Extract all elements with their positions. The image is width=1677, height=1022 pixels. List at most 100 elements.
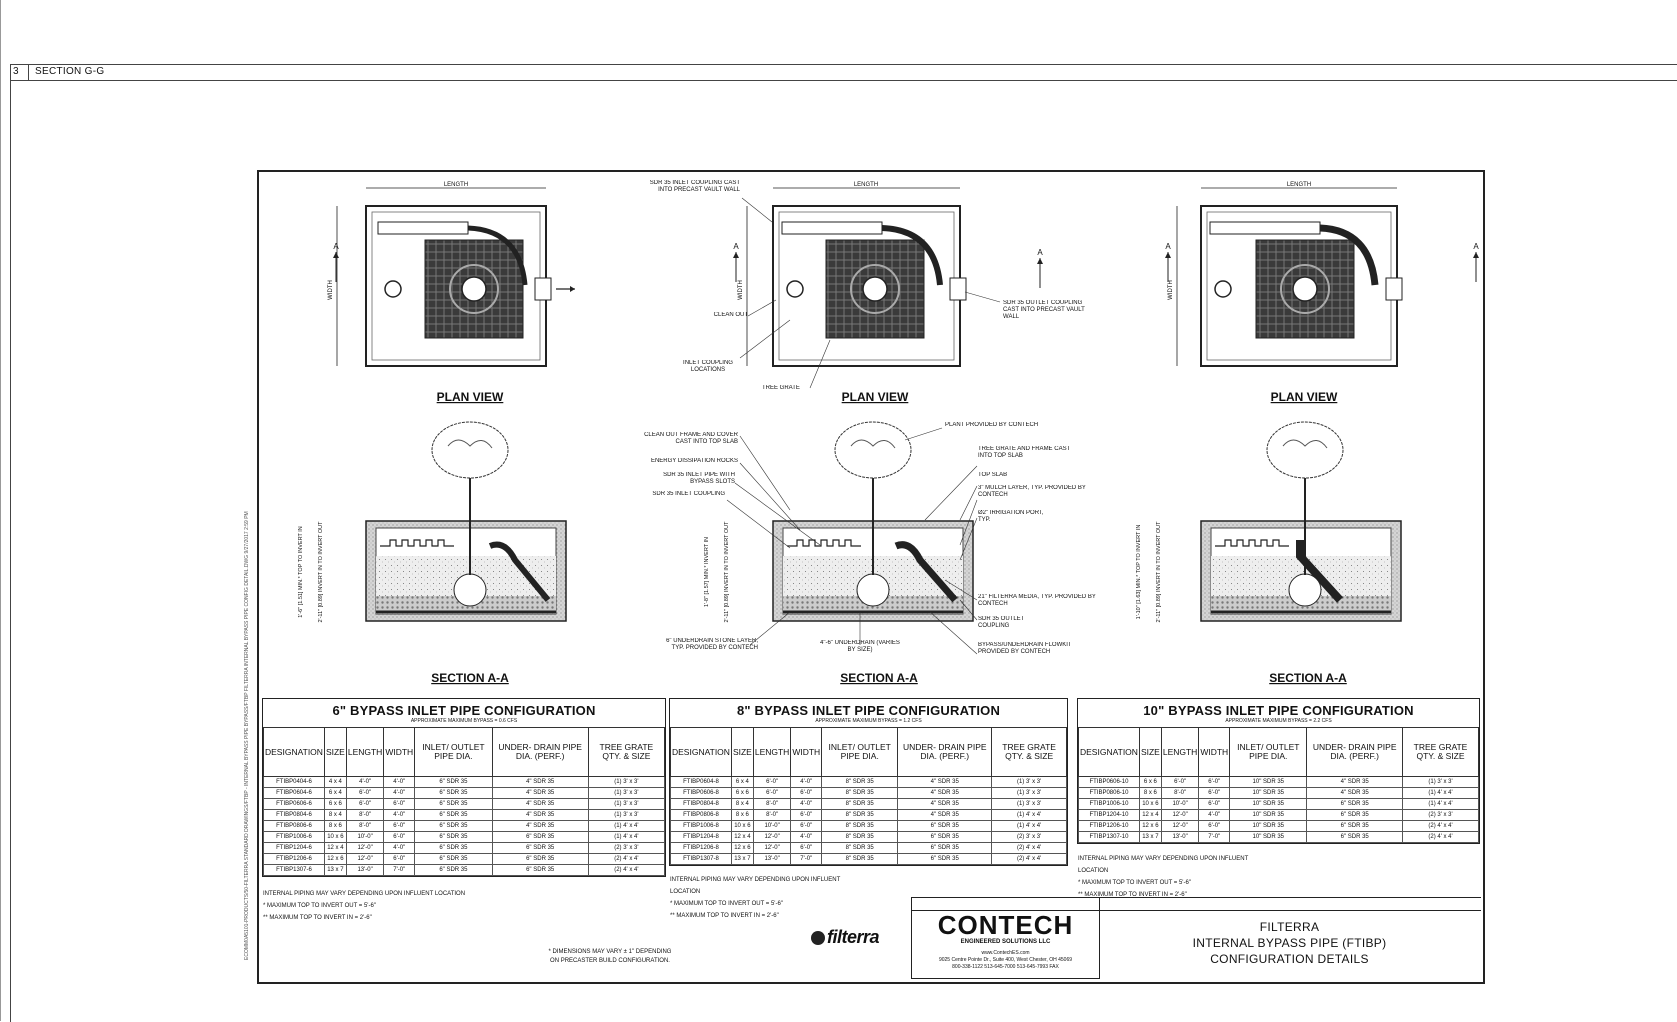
callout-stone-layer: 6" UNDERDRAIN STONE LAYER, TYP. PROVIDED…	[666, 638, 758, 651]
table-cell: 6" SDR 35	[1306, 809, 1404, 821]
table-cell: 4" SDR 35	[491, 798, 589, 810]
table-cell: 10" SDR 35	[1229, 809, 1308, 821]
plan-view-10	[1165, 187, 1479, 367]
table-cell: 4" SDR 35	[491, 820, 589, 832]
table-cell: 4 x 4	[323, 776, 347, 788]
filterra-logo-icon	[811, 931, 825, 946]
table-subtitle: APPROXIMATE MAXIMUM BYPASS = 2.2 CFS	[1225, 718, 1332, 724]
table-subtitle: APPROXIMATE MAXIMUM BYPASS = 1.2 CFS	[815, 718, 922, 724]
table-cell: 7'-0"	[383, 864, 416, 876]
table-cell: 8'-0"	[345, 820, 385, 832]
callout-sdr-inlet-coupling: SDR 35 INLET COUPLING	[652, 491, 725, 497]
col-tree-grate: TREE GRATE QTY. & SIZE	[587, 727, 666, 777]
col-width: WIDTH	[790, 727, 823, 777]
contech-logo: CONTECH	[937, 910, 1074, 940]
table-cell: (1) 3' x 3'	[587, 787, 666, 799]
callout-clean-out: CLEAN OUT	[713, 312, 748, 318]
table-cell: FTIBP1006-6	[263, 831, 325, 843]
table-cell: 6'-0"	[752, 787, 792, 799]
table-cell: 12'-0"	[752, 842, 792, 854]
table-cell: FTIBP1204-6	[263, 842, 325, 854]
notes-6: INTERNAL PIPING MAY VARY DEPENDING UPON …	[263, 888, 663, 924]
dim-10-invert: 2'-11" [0.89] INVERT IN TO INVERT OUT	[1156, 521, 1162, 623]
config-table: DESIGNATION SIZE LENGTH WIDTH INLET/ OUT…	[1078, 727, 1479, 843]
filterra-logo-text: filterra	[827, 927, 880, 947]
table-cell: 10'-0"	[1160, 798, 1200, 810]
table-cell: 6" SDR 35	[897, 842, 993, 854]
contech-contact: www.ContechES.com 9025 Centre Pointe Dr.…	[912, 950, 1099, 971]
table-cell: 4" SDR 35	[1306, 776, 1404, 788]
length-label-8: LENGTH	[854, 182, 878, 188]
table-cell: 7'-0"	[790, 853, 823, 865]
table-cell: 8" SDR 35	[821, 853, 899, 865]
table-cell: (1) 4' x 4'	[587, 820, 666, 832]
title-line-3: CONFIGURATION DETAILS	[1210, 952, 1369, 966]
table-cell: (2) 3' x 3'	[587, 842, 666, 854]
table-cell: 12 x 4	[323, 842, 347, 854]
col-width: WIDTH	[383, 727, 416, 777]
section-title-10: SECTION A-A	[1269, 671, 1347, 685]
table-cell: 10 x 6	[323, 831, 347, 843]
table-cell: 6 x 6	[323, 798, 347, 810]
width-label-10: WIDTH	[1168, 280, 1174, 300]
table-cell: 6" SDR 35	[1306, 820, 1404, 832]
width-label-6: WIDTH	[328, 280, 334, 300]
section-title: SECTION G-G	[35, 66, 105, 77]
table-cell: 8" SDR 35	[821, 820, 899, 832]
section-title-6: SECTION A-A	[431, 671, 509, 685]
table-cell: 10" SDR 35	[1229, 831, 1308, 843]
table-cell: 8 x 4	[730, 798, 754, 810]
table-cell: 6'-0"	[345, 798, 385, 810]
table-cell: 12 x 6	[730, 842, 754, 854]
title-line-1: FILTERRA	[1259, 920, 1320, 934]
callout-tree-grate: TREE GRATE	[762, 385, 800, 391]
leader-lines	[726, 197, 1001, 655]
table-cell: 4" SDR 35	[897, 776, 993, 788]
table-cell: 8 x 4	[323, 809, 347, 821]
contech-tagline: ENGINEERED SOLUTIONS LLC	[960, 939, 1051, 945]
cut-marker-8: A	[733, 242, 739, 251]
table-cell: FTIBP1006-10	[1078, 798, 1140, 810]
table-cell: 4" SDR 35	[1306, 787, 1404, 799]
table-cell: 13 x 7	[323, 864, 347, 876]
table-cell: 6" SDR 35	[414, 798, 493, 810]
table-cell: (1) 4' x 4'	[991, 809, 1067, 821]
note-line: INTERNAL PIPING MAY VARY DEPENDING UPON …	[1078, 856, 1249, 874]
table-cell: 12 x 4	[730, 831, 754, 843]
table-cell: FTIBP0806-6	[263, 820, 325, 832]
col-designation: DESIGNATION	[263, 727, 325, 777]
table-cell: 6'-0"	[383, 831, 416, 843]
section-number: 3	[13, 66, 19, 77]
table-cell: 8" SDR 35	[821, 842, 899, 854]
table-cell: (2) 4' x 4'	[991, 853, 1067, 865]
table-header-row: DESIGNATION SIZE LENGTH WIDTH INLET/ OUT…	[670, 727, 1067, 777]
dim-6-invert: 2'-11" [0.89] INVERT IN TO INVERT OUT	[318, 521, 324, 623]
disclaimer-strip	[1098, 898, 1481, 911]
table-cell: 6'-0"	[383, 798, 416, 810]
drawing-title-block: FILTERRA INTERNAL BYPASS PIPE (FTIBP) CO…	[1098, 897, 1481, 978]
table-cell: 4" SDR 35	[491, 809, 589, 821]
table-cell: (1) 3' x 3'	[587, 798, 666, 810]
col-underdrain: UNDER- DRAIN PIPE DIA. (PERF.)	[897, 727, 993, 777]
table-cell: 6 x 4	[323, 787, 347, 799]
table-cell: FTIBP0606-6	[263, 798, 325, 810]
table-cell: 4'-0"	[383, 842, 416, 854]
section-view-10	[1200, 421, 1402, 622]
footnote-line: ON PRECASTER BUILD CONFIGURATION.	[550, 958, 670, 964]
table-cell: FTIBP0804-8	[670, 798, 732, 810]
table-cell: 8 x 6	[323, 820, 347, 832]
config-table: DESIGNATION SIZE LENGTH WIDTH INLET/ OUT…	[670, 727, 1067, 865]
table-cell: (1) 3' x 3'	[587, 776, 666, 788]
table-cell: (2) 3' x 3'	[991, 831, 1067, 843]
table-cell: FTIBP1307-8	[670, 853, 732, 865]
dim-8-top: 1'-8" [1.57] MIN.* INVERT IN	[704, 537, 710, 607]
callout-inlet-locations: INLET COUPLING LOCATIONS	[683, 360, 733, 373]
